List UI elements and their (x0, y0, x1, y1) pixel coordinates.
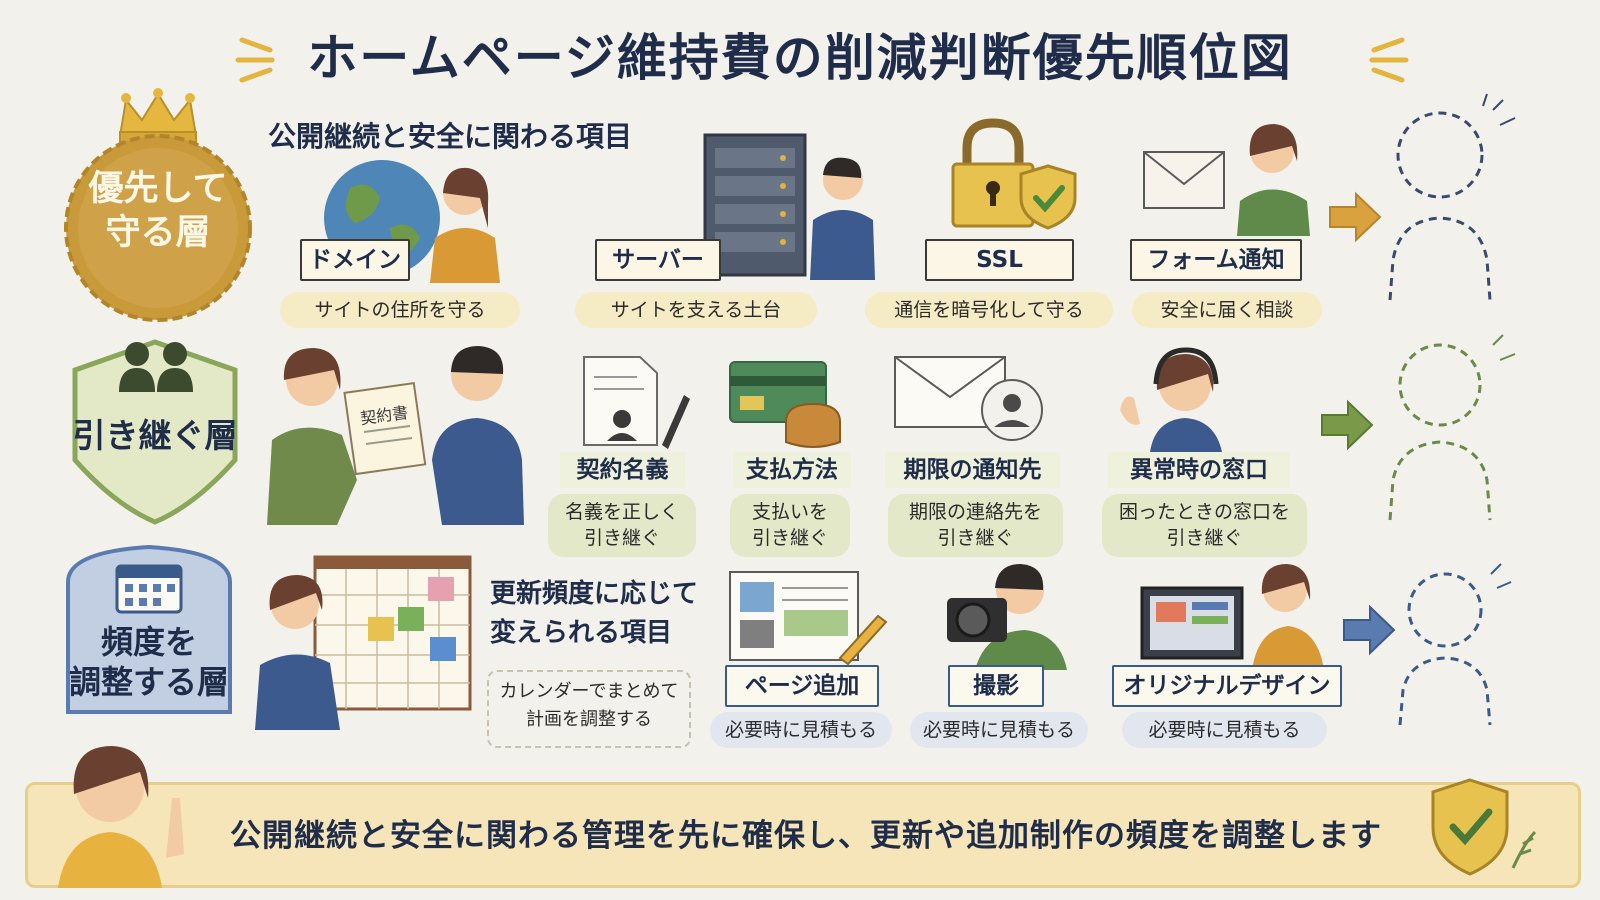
item-label-emergency-contact: 異常時の窓口 (1108, 452, 1290, 488)
shield-check-icon (1431, 778, 1537, 876)
item-desc-ssl: 通信を暗号化して守る (865, 292, 1113, 328)
padlock-shield-icon (951, 118, 1077, 230)
tier3-name: 頻度を 調整する層 (68, 623, 229, 701)
photographer-camera-illustration (947, 564, 1067, 670)
arrow-right-icon (1343, 604, 1396, 656)
item-label-contract-holder: 契約名義 (560, 452, 685, 488)
item-label-form-notify: フォーム通知 (1130, 239, 1302, 281)
arrow-right-icon (1329, 191, 1382, 243)
headset-operator-illustration (1120, 347, 1222, 452)
sparkle-right-icon (1369, 37, 1409, 83)
globe-person-illustration (324, 160, 500, 283)
item-desc-domain: サイトの住所を守る (280, 292, 520, 328)
document-pen-icon (583, 356, 690, 449)
item-desc-page-addition: 必要時に見積もる (710, 712, 892, 748)
item-label-page-addition: ページ追加 (725, 665, 879, 707)
tier1-heading: 公開継続と安全に関わる項目 (268, 120, 633, 153)
dashed-person-icon (1388, 334, 1516, 521)
arrow-right-icon (1321, 399, 1374, 451)
item-desc-original-design: 必要時に見積もる (1122, 712, 1327, 748)
item-desc-contract-holder: 名義を正しく 引き継ぐ (548, 494, 696, 558)
item-desc-payment-method: 支払いを 引き継ぐ (730, 494, 850, 558)
dashed-person-icon (1388, 93, 1516, 301)
item-label-expiry-contact: 期限の通知先 (885, 452, 1060, 488)
item-desc-expiry-contact: 期限の連絡先を 引き継ぐ (888, 494, 1063, 558)
designer-monitor-illustration (1140, 564, 1324, 670)
dashed-person-icon (1398, 563, 1512, 726)
credit-card-wallet-icon (729, 361, 841, 448)
tier3-heading: 更新頻度に応じて 変えられる項目 (490, 579, 699, 648)
tier2-name: 引き継ぐ層 (72, 416, 238, 455)
item-label-ssl: SSL (925, 239, 1074, 281)
crown-icon (118, 92, 198, 137)
calendar-planning-illustration (255, 555, 472, 730)
page-layout-pencil-icon (729, 571, 888, 666)
item-label-photography: 撮影 (948, 665, 1044, 707)
envelope-person-illustration (1143, 124, 1310, 236)
item-label-server: サーバー (595, 239, 721, 281)
server-rack-illustration (703, 133, 875, 280)
tier3-note: カレンダーでまとめて 計画を調整する (487, 670, 691, 748)
tier3-blue-house-badge (66, 544, 232, 714)
item-desc-server: サイトを支える土台 (575, 292, 817, 328)
summary-banner (25, 782, 1581, 888)
item-desc-photography: 必要時に見積もる (910, 712, 1088, 748)
summary-text: 公開継続と安全に関わる管理を先に確保し、更新や追加制作の頻度を調整します (230, 818, 1382, 854)
tier1-gold-badge (64, 88, 252, 322)
item-label-payment-method: 支払方法 (733, 452, 851, 488)
envelope-contact-icon (894, 356, 1043, 441)
contract-handover-illustration (267, 346, 524, 525)
page-title: ホームページ維持費の削減判断優先順位図 (307, 29, 1293, 87)
tier1-name: 優先して守る層 (88, 169, 228, 253)
sparkle-left-icon (235, 37, 275, 83)
pointing-woman-illustration (58, 746, 184, 888)
tier2-green-shield (72, 339, 238, 525)
item-desc-emergency-contact: 困ったときの窓口を 引き継ぐ (1102, 494, 1307, 558)
item-desc-form-notify: 安全に届く相談 (1132, 292, 1322, 328)
item-label-original-design: オリジナルデザイン (1112, 665, 1342, 707)
item-label-domain: ドメイン (300, 239, 410, 281)
